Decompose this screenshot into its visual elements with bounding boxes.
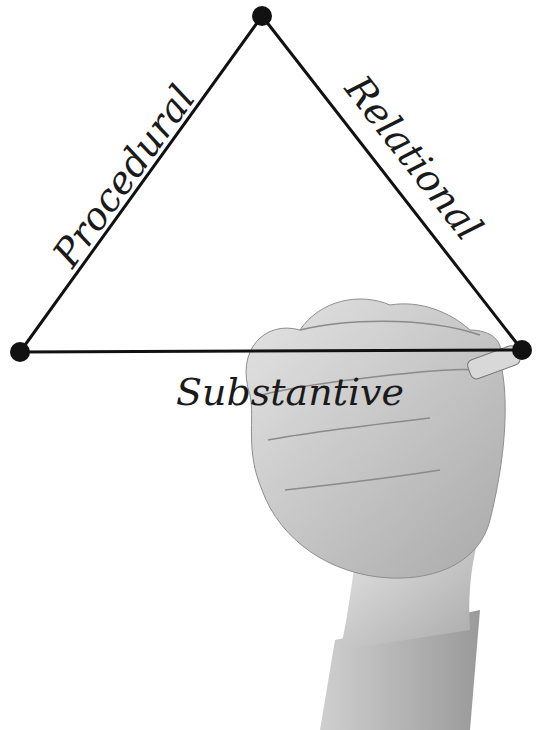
vertex-dot <box>512 340 532 360</box>
side-label: Procedural <box>47 79 202 273</box>
triangle-outline <box>20 16 522 352</box>
finger-crease <box>268 418 430 440</box>
side-label: Substantive <box>176 373 404 411</box>
finger-crease <box>300 321 480 335</box>
vertex-dot <box>10 342 30 362</box>
finger-crease <box>285 470 440 490</box>
side-label: Relational <box>339 69 489 247</box>
vertex-dot <box>252 6 272 26</box>
fist <box>246 299 505 578</box>
